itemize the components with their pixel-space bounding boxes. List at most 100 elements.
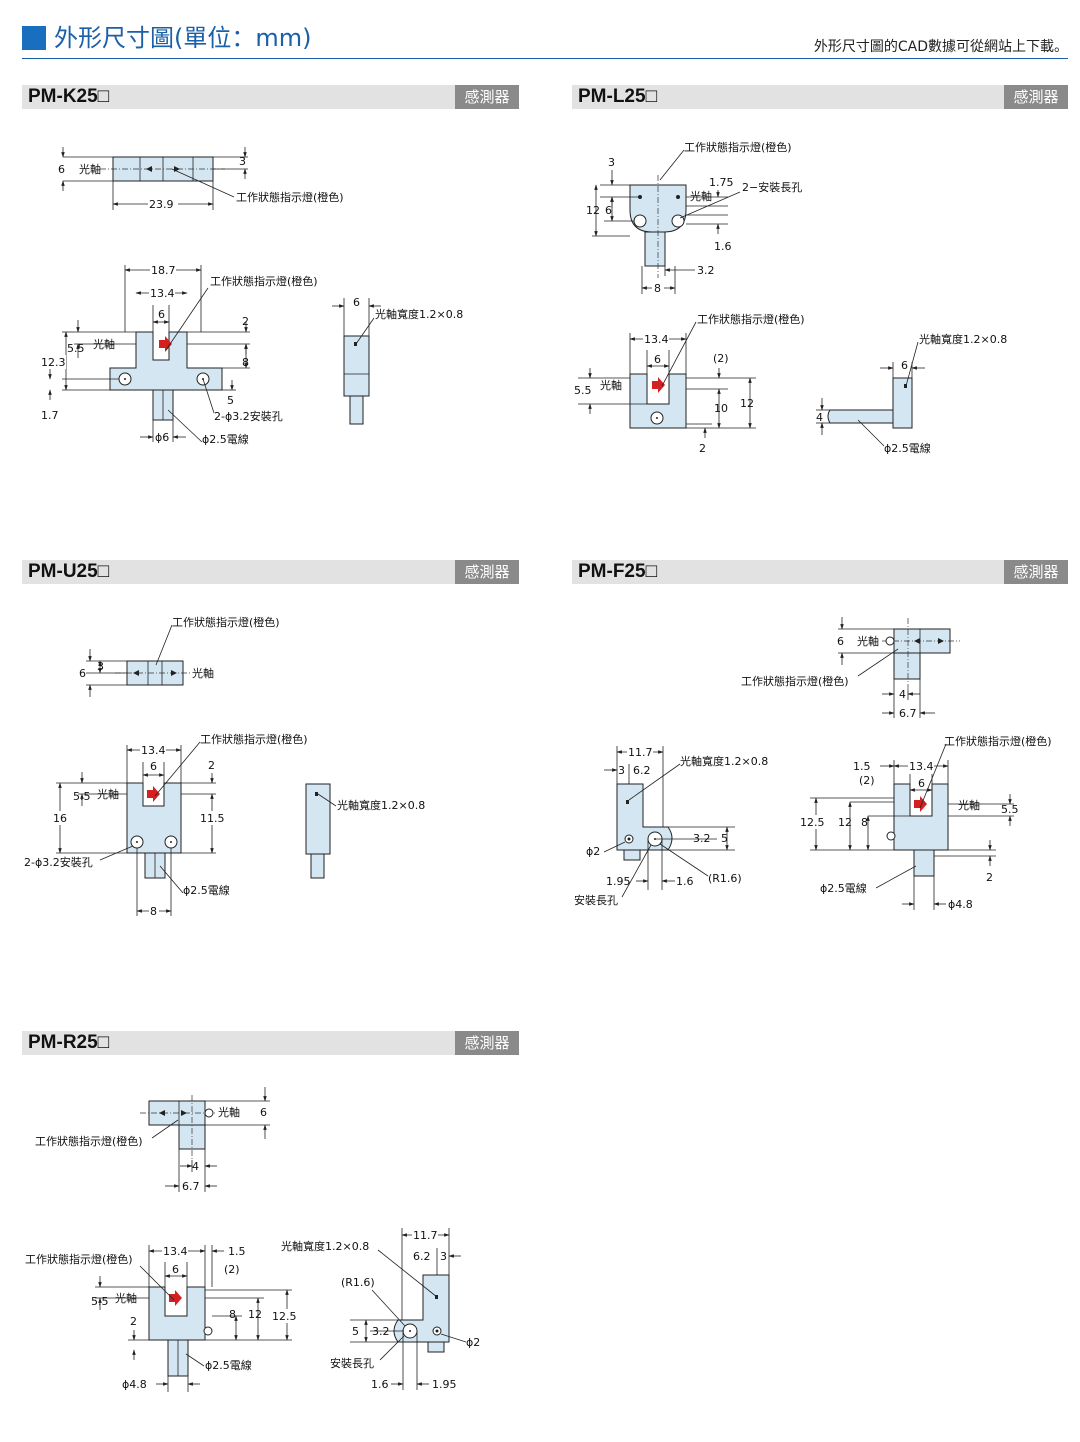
pm-u25-indicator-arrow-icon	[147, 786, 160, 802]
pm-f25-dim-4: 4	[899, 688, 906, 701]
pm-f25-front-view: 13.4 1.5 (2) 6 12.5 12 8 光軸 5.5 2 工作狀態指示…	[799, 734, 1052, 911]
pm-k25-dim-3: 3	[239, 155, 246, 168]
pm-k25-mount-holes-label: 2-ϕ3.2安裝孔	[214, 409, 283, 423]
pm-l25-front-view: 13.4 6 (2) 10 12 5.5 光軸 2 工作狀態指示燈(橙色)	[574, 312, 805, 455]
pm-l25-top-label-optical-axis: 光軸	[690, 189, 712, 203]
pm-u25-dim-8: 8	[150, 905, 157, 918]
pm-l25-dim-1.75: 1.75	[709, 176, 734, 189]
pm-k25-indicator-arrow-icon	[159, 336, 172, 352]
pm-l25-dim-8: 8	[654, 282, 661, 295]
pm-f25-side-dim-6.2: 6.2	[633, 764, 651, 777]
pm-u25-dim-16: 16	[53, 812, 67, 825]
section-bar-pm-l25: PM-L25□ 感測器	[572, 85, 1068, 109]
section-bar-pm-f25: PM-F25□ 感測器	[572, 560, 1068, 584]
page-title: 外形尺寸圖(單位：mm)	[54, 24, 312, 52]
pm-r25-cable-label: ϕ2.5電線	[205, 1358, 252, 1372]
pm-r25-axis-width-label: 光軸寬度1.2×0.8	[281, 1239, 369, 1253]
pm-k25-side-dim-6: 6	[353, 296, 360, 309]
pm-r25-side-dim-1.95: 1.95	[432, 1378, 457, 1391]
pm-l25-front-dim-paren-2: (2)	[713, 352, 729, 365]
pm-u25-top-indicator-label: 工作狀態指示燈(橙色)	[172, 615, 280, 629]
pm-r25-dim-8: 8	[229, 1308, 236, 1321]
header-square-icon	[22, 26, 46, 50]
pm-f25-side-dim-3.2: 3.2	[693, 832, 711, 845]
pm-k25-dim-phi6: ϕ6	[155, 431, 169, 444]
pm-f25-side-dim-3: 3	[618, 764, 625, 777]
pm-u25-dim-13.4: 13.4	[141, 744, 166, 757]
pm-r25-top-indicator-label: 工作狀態指示燈(橙色)	[35, 1134, 143, 1148]
pm-u25-mount-holes-label: 2-ϕ3.2安裝孔	[24, 855, 93, 869]
pm-l25-side-body	[892, 377, 913, 429]
pm-f25-front-dim-12: 12	[838, 816, 852, 829]
pm-r25-dim-6.7: 6.7	[182, 1180, 200, 1193]
pm-r25-dim-5.5: 5.5	[91, 1295, 109, 1308]
pm-l25-dim-3: 3	[608, 156, 615, 169]
pm-r25-dim-6-slot: 6	[172, 1263, 179, 1276]
pm-l25-top-view: 3 12 6 1.75 1.6 光軸 2−安裝長孔 工作狀態指示燈(橙色) 3.…	[586, 140, 802, 295]
pm-r25-slot-hole-label: 安裝長孔	[330, 1356, 374, 1370]
pm-k25-dim-13.4: 13.4	[150, 287, 175, 300]
pm-f25-front-label-optical-axis: 光軸	[958, 798, 980, 812]
pm-f25-indicator-arrow-icon	[914, 796, 927, 812]
pm-f25-top-label-optical-axis: 光軸	[857, 634, 879, 648]
pm-k25-dim-5.5: 5.5	[67, 342, 85, 355]
page-header: 外形尺寸圖(單位：mm) 外形尺寸圖的CAD數據可從網站上下載。	[22, 22, 1068, 59]
pm-f25-slot-hole-label: 安裝長孔	[574, 893, 618, 907]
pm-k25-dim-5: 5	[227, 394, 234, 407]
pm-f25-front-indicator-label: 工作狀態指示燈(橙色)	[944, 734, 1052, 748]
pm-k25-dim-1.7: 1.7	[41, 409, 59, 422]
pm-u25-top-view: 6 3 光軸 工作狀態指示燈(橙色)	[79, 615, 280, 697]
pm-f25-front-dim-6: 6	[918, 777, 925, 790]
pm-l25-slot-holes-label: 2−安裝長孔	[742, 180, 802, 194]
pm-f25-cable-label: ϕ2.5電線	[820, 881, 867, 895]
pm-r25-dim-12.5: 12.5	[272, 1310, 297, 1323]
pm-r25-indicator-arrow-icon	[169, 1290, 182, 1306]
pm-f25-side-dim-r1.6: (R1.6)	[708, 872, 742, 885]
pm-r25-front-view: 13.4 1.5 6 (2) 5.5 光軸 2 8 12 12.5 工作狀態指示…	[25, 1244, 298, 1392]
pm-u25-dim-11.5: 11.5	[200, 812, 225, 825]
pm-k25-front-view: 18.7 13.4 6 2 8 5 5.5 光軸 12.3 1.7 ϕ6 工作狀…	[40, 263, 318, 446]
pm-l25-front-dim-12: 12	[740, 397, 754, 410]
section-bar-pm-k25: PM-K25□ 感測器	[22, 85, 519, 109]
pm-l25-front-indicator-label: 工作狀態指示燈(橙色)	[697, 312, 805, 326]
pm-k25-dim-23.9: 23.9	[149, 198, 174, 211]
pm-f25-side-view: 11.7 3 6.2 光軸寬度1.2×0.8 5 3.2 ϕ2 1.95 1.6…	[574, 745, 768, 907]
pm-l25-top-indicator-label: 工作狀態指示燈(橙色)	[684, 140, 792, 154]
pm-f25-top-view: 6 光軸 工作狀態指示燈(橙色) 4 6.7	[741, 617, 960, 720]
pm-l25-indicator-arrow-icon	[652, 377, 665, 393]
pm-k25-top-view: 6 光軸 3 23.9 工作狀態指示燈(橙色)	[58, 147, 344, 211]
pm-u25-front-view: 13.4 6 2 11.5 16 5.5 光軸 工作狀態指示燈(橙色) 2-ϕ3…	[24, 732, 308, 918]
pm-f25-dim-6: 6	[837, 635, 844, 648]
pm-r25-top-view: 光軸 6 工作狀態指示燈(橙色) 4 6.7	[35, 1087, 270, 1193]
pm-r25-top-label-optical-axis: 光軸	[218, 1105, 240, 1119]
pm-r25-dim-6: 6	[260, 1106, 267, 1119]
pm-l25-side-dim-6: 6	[901, 359, 908, 372]
pm-r25-dim-2: 2	[130, 1315, 137, 1328]
pm-l25-cable-label: ϕ2.5電線	[884, 441, 931, 455]
pm-r25-side-view: 11.7 6.2 3 光軸寬度1.2×0.8 (R1.6) 5 3.2 ϕ2 安…	[281, 1228, 480, 1391]
pm-u25-top-label-optical-axis: 光軸	[192, 666, 214, 680]
pm-f25-front-dim-2: 2	[986, 871, 993, 884]
section-tag-pm-l25: 感測器	[1004, 85, 1068, 109]
pm-r25-dim-phi4.8: ϕ4.8	[122, 1378, 147, 1391]
pm-k25-top-indicator-label: 工作狀態指示燈(橙色)	[236, 190, 344, 204]
pm-k25-label-optical-axis: 光軸	[79, 162, 101, 176]
pm-r25-dim-12: 12	[248, 1308, 262, 1321]
pm-f25-dim-6.7: 6.7	[899, 707, 917, 720]
pm-u25-dim-3: 3	[97, 660, 104, 673]
pm-r25-front-label-optical-axis: 光軸	[115, 1291, 137, 1305]
pm-r25-side-dim-6.2: 6.2	[413, 1250, 431, 1263]
pm-k25-dim-18.7: 18.7	[151, 264, 176, 277]
section-tag-pm-r25: 感測器	[455, 1031, 519, 1055]
pm-r25-dim-paren-2: (2)	[224, 1263, 240, 1276]
pm-u25-dim-6: 6	[150, 760, 157, 773]
cad-download-note: 外形尺寸圖的CAD數據可從網站上下載。	[813, 39, 1068, 55]
pm-l25-dim-6: 6	[605, 204, 612, 217]
pm-l25-dim-1.6: 1.6	[714, 240, 732, 253]
pm-r25-side-dim-11.7: 11.7	[413, 1229, 438, 1242]
section-tag-pm-u25: 感測器	[455, 560, 519, 584]
pm-k25-front-label-optical-axis: 光軸	[93, 337, 115, 351]
pm-l25-side-dim-4: 4	[816, 411, 823, 424]
section-model-pm-u25: PM-U25□	[28, 561, 110, 582]
